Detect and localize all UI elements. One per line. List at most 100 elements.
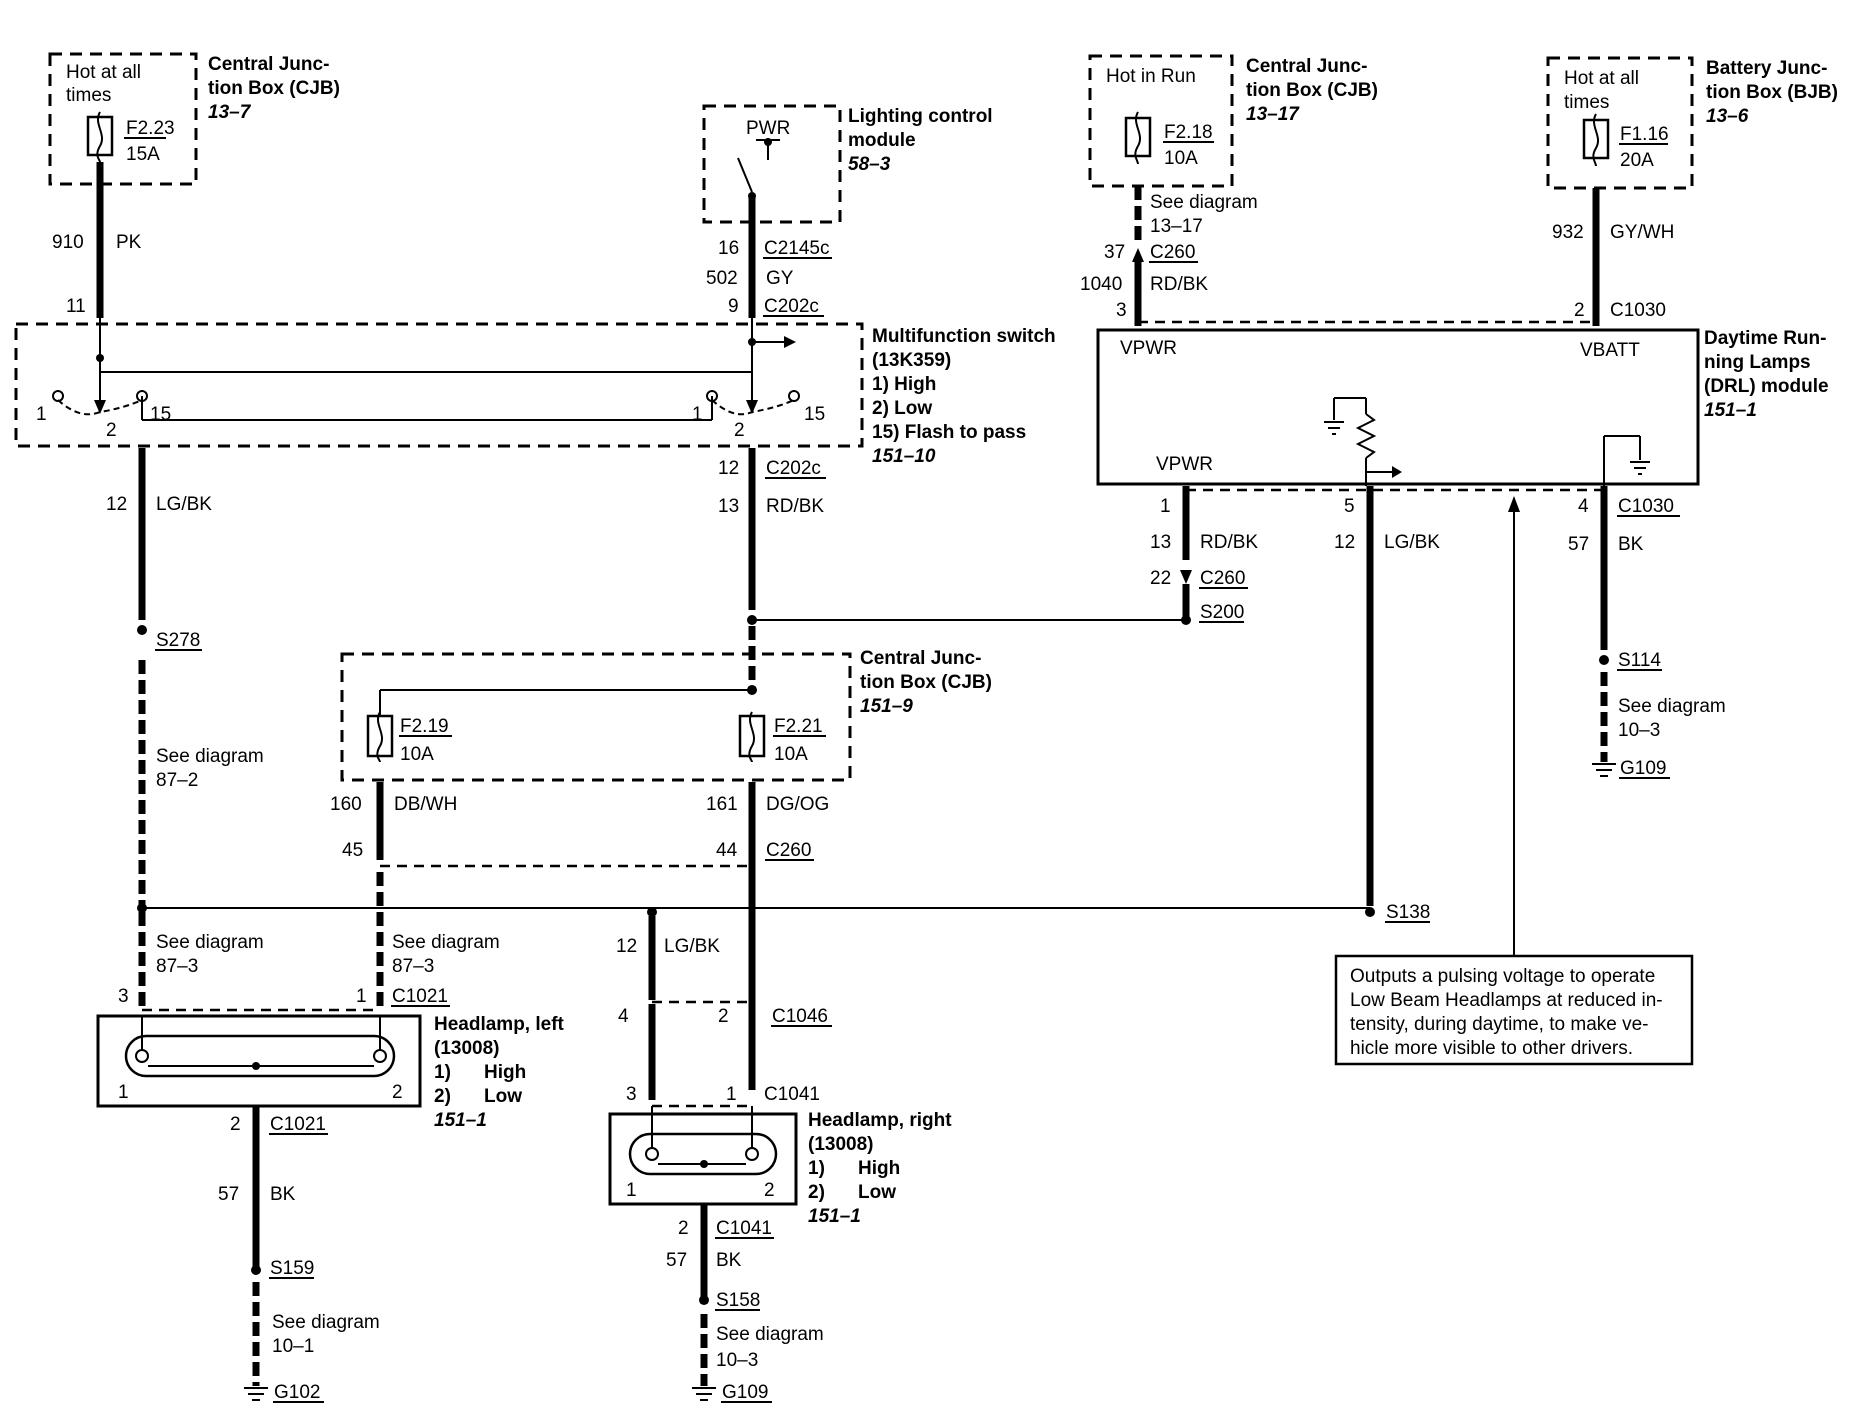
cjb-tl-fuse-rating: 15A bbox=[126, 144, 160, 165]
note-outline bbox=[1334, 954, 1694, 1066]
headlamp-left-bulb-icon bbox=[124, 1034, 396, 1078]
pin-12-center: 12 bbox=[718, 458, 739, 479]
ground-node bbox=[700, 1160, 708, 1168]
wire-1040-number: 1040 bbox=[1080, 274, 1122, 295]
hl-right-pin-2: 2 bbox=[764, 1180, 775, 1201]
junction-node bbox=[647, 907, 657, 917]
drl-pin-vpwr-bottom: VPWR bbox=[1156, 454, 1213, 475]
wire-57-number-drl: 57 bbox=[1568, 534, 1589, 555]
junction-node bbox=[137, 903, 147, 913]
cjb-top-right-fusebox: Hot in Run F2.18 10A Central Junc- tion … bbox=[1088, 54, 1378, 188]
hl-right-item-low: Low bbox=[858, 1182, 896, 1203]
hl-left-pin-1: 1 bbox=[118, 1082, 129, 1103]
ground-node bbox=[252, 1062, 260, 1070]
see-diagram-10-3-ref-a: 10–3 bbox=[1618, 720, 1660, 741]
bjb-caption-2: times bbox=[1564, 92, 1609, 113]
arrow-up-icon bbox=[1132, 248, 1144, 262]
switch-wiper-left-icon bbox=[94, 400, 106, 414]
see-diagram-87-2-ref: 87–2 bbox=[156, 770, 198, 791]
connector-c260-mid: C260 bbox=[766, 840, 811, 861]
cjb-mid-fuse-left-id: F2.19 bbox=[400, 716, 449, 737]
cjb-tr-fuse-id: F2.18 bbox=[1164, 122, 1213, 143]
drl-note: Outputs a pulsing voltage to operate Low… bbox=[1334, 954, 1694, 1066]
pin-1-left: 1 bbox=[36, 404, 47, 425]
pin-1-drl: 1 bbox=[1160, 496, 1171, 517]
wire-13-number-drl: 13 bbox=[1150, 532, 1171, 553]
pin-45: 45 bbox=[342, 840, 363, 861]
hl-left-item-2: 2) bbox=[434, 1086, 451, 1107]
bjb-title-1: Battery Junc- bbox=[1706, 58, 1827, 79]
connector-c2145c: C2145c bbox=[764, 238, 830, 259]
pin-11: 11 bbox=[66, 296, 86, 317]
fuse-element-icon bbox=[1134, 111, 1141, 165]
splice-s159-node bbox=[251, 1265, 261, 1275]
cjb-tr-caption: Hot in Run bbox=[1106, 66, 1196, 87]
pin-37: 37 bbox=[1104, 242, 1125, 263]
cjb-mid-outline bbox=[340, 652, 852, 782]
mfs-item-low: 2) Low bbox=[872, 398, 932, 419]
pin-1-right-hl: 1 bbox=[726, 1084, 737, 1105]
ground-g109-right-hl: G109 bbox=[722, 1382, 768, 1403]
connector-c1046: C1046 bbox=[772, 1006, 828, 1027]
see-diagram-10-3-label-b: See diagram bbox=[716, 1324, 824, 1345]
cjb-tl-caption-2: times bbox=[66, 85, 111, 106]
cjb-tr-title-2: tion Box (CJB) bbox=[1246, 80, 1378, 101]
ground-icon bbox=[244, 1387, 268, 1401]
hl-left-item-low: Low bbox=[484, 1086, 522, 1107]
drl-module: VPWR VBATT VPWR Daytime Run- ning Lamps … bbox=[1096, 328, 1829, 486]
lighting-module-title-2: module bbox=[848, 130, 916, 151]
pin-2-c1021: 2 bbox=[230, 1114, 241, 1135]
connector-c260-drl: C260 bbox=[1200, 568, 1245, 589]
wire-13-number-center: 13 bbox=[718, 496, 739, 517]
wire-57-number-right: 57 bbox=[666, 1250, 687, 1271]
see-diagram-13-17-ref: 13–17 bbox=[1150, 216, 1203, 237]
pin-3-drl: 3 bbox=[1116, 300, 1127, 321]
ground-icon bbox=[1324, 421, 1344, 435]
mfs-ref: 151–10 bbox=[872, 446, 936, 467]
lighting-module-ref: 58–3 bbox=[848, 154, 891, 175]
fuse-element-icon bbox=[1592, 113, 1599, 167]
note-line-1: Outputs a pulsing voltage to operate bbox=[1350, 966, 1655, 987]
lighting-module-pin-pwr: PWR bbox=[746, 118, 790, 139]
pwr-node bbox=[764, 138, 772, 146]
headlamp-left: 1 2 Headlamp, left (13008) 1) High 2) Lo… bbox=[96, 1014, 565, 1131]
pin-1-left-hl: 1 bbox=[356, 986, 367, 1007]
hl-right-item-2: 2) bbox=[808, 1182, 825, 1203]
splice-s159: S159 bbox=[270, 1258, 314, 1279]
filament-terminal bbox=[645, 1147, 659, 1161]
hl-left-title-2: (13008) bbox=[434, 1038, 500, 1059]
pin-2-right: 2 bbox=[734, 420, 745, 441]
wire-160-color: DB/WH bbox=[394, 794, 457, 815]
cjb-tl-title-2: tion Box (CJB) bbox=[208, 78, 340, 99]
see-diagram-13-17-label: See diagram bbox=[1150, 192, 1258, 213]
switch-arc-left bbox=[57, 399, 143, 416]
wire-12-number-drl: 12 bbox=[1334, 532, 1355, 553]
cjb-tr-ref: 13–17 bbox=[1246, 104, 1300, 125]
wire-lgbk-color-left: LG/BK bbox=[156, 494, 212, 515]
wire-lgbk-color-right: LG/BK bbox=[664, 936, 720, 957]
splice-s138: S138 bbox=[1386, 902, 1430, 923]
splice-s158: S158 bbox=[716, 1290, 760, 1311]
filament-terminal bbox=[373, 1049, 387, 1063]
wire-160-number: 160 bbox=[330, 794, 362, 815]
cjb-top-left-fusebox: Hot at all times F2.23 15A Central Junc-… bbox=[48, 52, 340, 186]
switch-arm-icon bbox=[737, 157, 753, 193]
cjb-mid-title-1: Central Junc- bbox=[860, 648, 981, 669]
pin-44: 44 bbox=[716, 840, 738, 861]
splice-s114: S114 bbox=[1618, 650, 1661, 671]
filament-terminal bbox=[135, 1049, 149, 1063]
drl-title-2: ning Lamps bbox=[1704, 352, 1811, 373]
splice-s138-node bbox=[1365, 907, 1375, 917]
pin-15-left: 15 bbox=[150, 404, 171, 425]
bjb-fusebox: Hot at all times F1.16 20A Battery Junc-… bbox=[1546, 56, 1838, 190]
connector-c1030-top: C1030 bbox=[1610, 300, 1666, 321]
wire-502-color: GY bbox=[766, 268, 794, 289]
pin-5: 5 bbox=[1344, 496, 1355, 517]
arrow-up-icon bbox=[1508, 496, 1520, 512]
fuse-icon bbox=[738, 714, 766, 758]
wire-12-number-right: 12 bbox=[616, 936, 637, 957]
wire-932-number: 932 bbox=[1552, 222, 1584, 243]
drl-pin-vbatt: VBATT bbox=[1580, 340, 1640, 361]
see-diagram-10-3-label-a: See diagram bbox=[1618, 696, 1726, 717]
